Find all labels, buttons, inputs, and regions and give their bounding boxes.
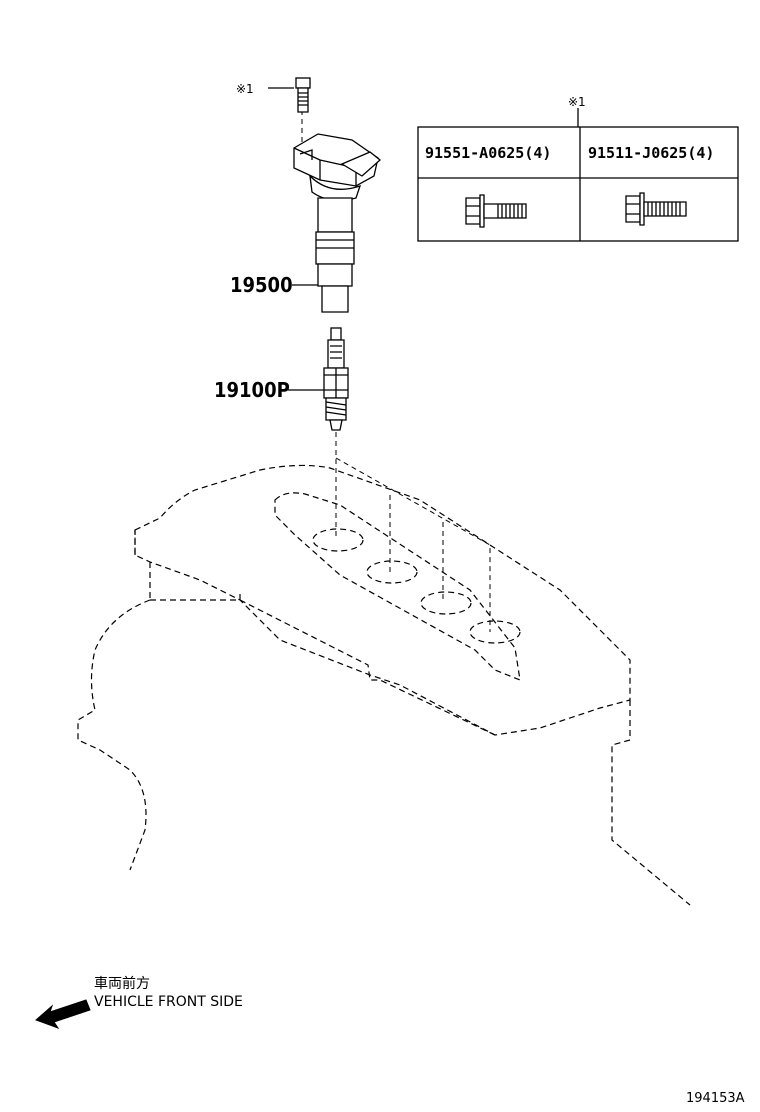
bolt-table-header: 91551-A0625(4) <box>425 144 551 162</box>
diagram-id: 194153A <box>686 1091 745 1106</box>
direction-label-jp: 車両前方 <box>94 975 150 992</box>
plug-hole <box>366 560 418 584</box>
front-direction-arrow-icon <box>35 999 91 1029</box>
bolt-table-header: 91511-J0625(4) <box>588 144 714 162</box>
spark-plug <box>323 327 349 431</box>
flange-bolt-icon <box>625 192 687 226</box>
coil-part-number: 19500 <box>230 273 293 297</box>
bolt-callout-mark: ※1 <box>236 82 254 96</box>
direction-label-en: VEHICLE FRONT SIDE <box>94 994 243 1010</box>
alignment-lines <box>301 110 491 632</box>
plug-hole <box>469 620 521 644</box>
plug-part-number: 19100P <box>214 378 290 402</box>
plug-hole <box>420 591 472 615</box>
plug-hole <box>312 528 364 552</box>
mounting-bolt <box>268 77 311 113</box>
table-callout-mark: ※1 <box>568 95 586 109</box>
ignition-coil <box>293 133 382 313</box>
flange-bolt-icon <box>465 194 527 228</box>
bolt-table <box>417 108 739 242</box>
engine-cylinder-head <box>77 464 691 906</box>
